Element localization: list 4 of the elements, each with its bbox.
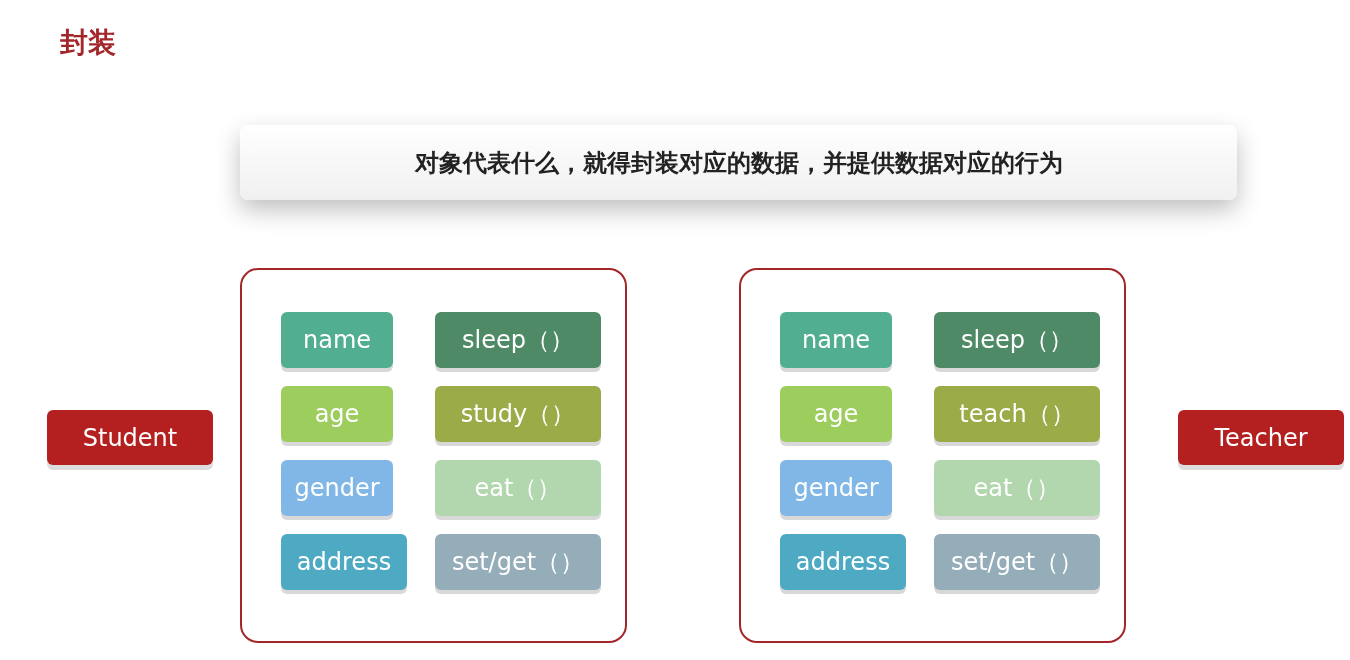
class-box [240,268,627,643]
class-box [739,268,1126,643]
page-title: 封装 [60,25,116,61]
banner: 对象代表什么，就得封装对应的数据，并提供数据对应的行为 [240,125,1237,200]
